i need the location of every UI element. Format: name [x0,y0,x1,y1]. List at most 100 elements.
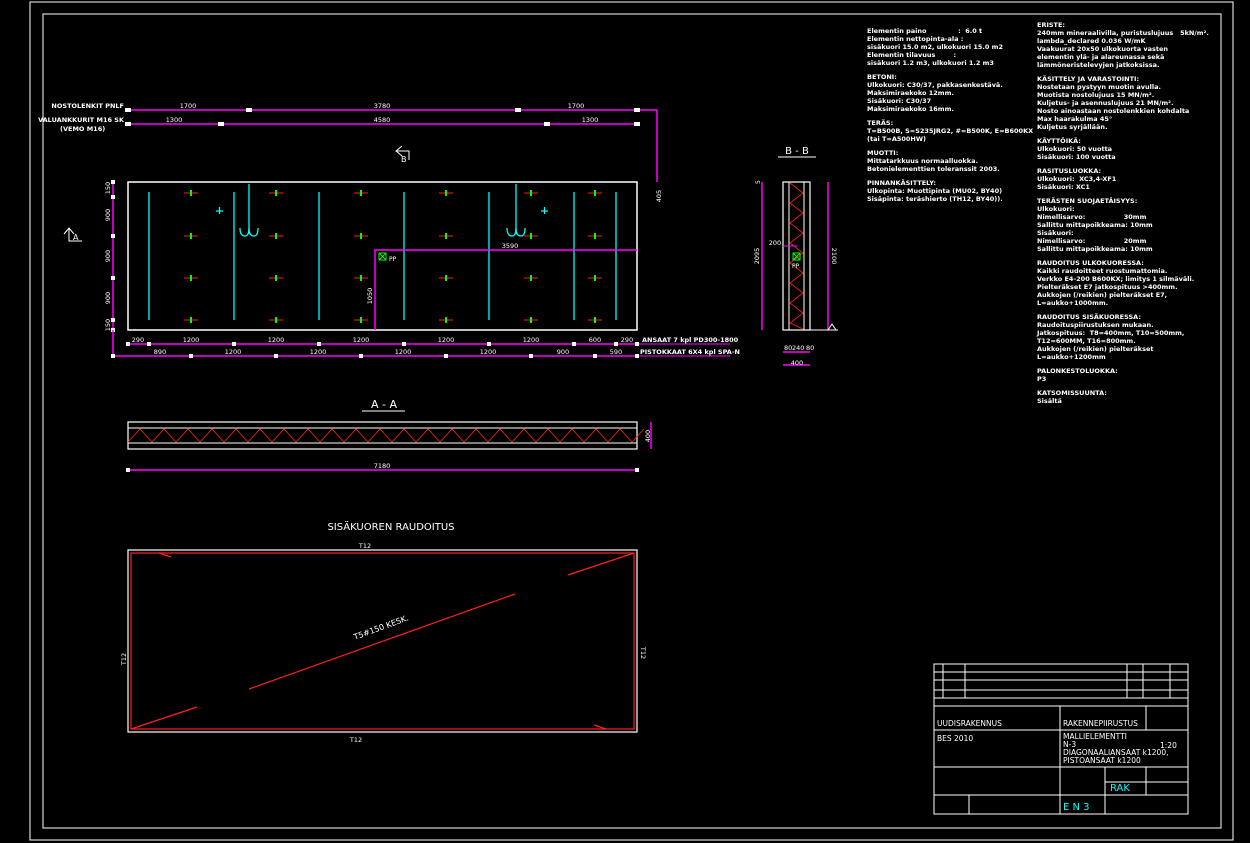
note-heading: TERÄS: [867,119,894,127]
dim-7180: 7180 [374,462,391,470]
label-plug-anchors: PISTOKKAAT 6X4 kpl SPA-N [640,348,740,356]
label-diagonal-trusses: ANSAAT 7 kpl PD300-1800 [642,336,739,344]
dim-left-900b: 900 [104,250,112,262]
title-block [933,663,1189,815]
dim-b1-0: 290 [132,336,144,344]
note-line: Raudoituspiirustuksen mukaan. [1037,321,1154,329]
rebar-t12-left: T12 [120,653,128,666]
dim-b2-6: 590 [610,348,622,356]
note-line: Sisäkuori: C30/37 [867,97,932,105]
dim-top2-b: 4580 [374,116,391,124]
section-aa-title: A - A [371,398,397,411]
note-line: lambda_declared 0.036 W/mK [1037,37,1146,45]
note-line: elementin ylä- ja alareunassa sekä [1037,53,1165,61]
note-line: Ulkokuori: 50 vuotta [1037,145,1113,153]
note-line: Mittatarkkuus normaalluokka. [867,157,978,165]
note-line: Nostetaan pystyyn muotin avulla. [1037,83,1161,91]
note-line: Sisäpinta: teräshierto (TH12, BY40)). [867,195,1003,203]
note-line: Ulkopinta: Muottipinta (MU02, BY40) [867,187,1003,195]
note-line: Jatkospituus: T8=400mm, T10=500mm, [1037,329,1185,337]
elevation-view: NOSTOLENKIT PNLF VALUANKKURIT M16 SK (VE… [38,102,740,358]
note-line: Sisäkuori: 100 vuotta [1037,153,1116,161]
dim-left-900a: 900 [104,209,112,221]
note-line: Maksimiraekoko 16mm. [867,105,954,113]
outer-border [29,1,1234,841]
tb-content-2: N-3 [1063,740,1076,749]
rebar-t12-right: T12 [639,646,647,659]
rebar-t12-bottom: T12 [349,736,362,744]
dim-top1-b: 3780 [374,102,391,110]
dim-b2-1: 1200 [225,348,242,356]
dim-b2-2: 1200 [310,348,327,356]
dim-b1-6: 600 [589,336,601,344]
note-line: Kuljetus- ja asennuslujuus 21 MN/m². [1037,99,1174,107]
section-bb: B - B 2095 2100 5 200 PP 80 240 80 400 [753,146,838,367]
dim-top1-c: 1700 [568,102,585,110]
note-line: sisäkuori 15.0 m2, ulkokuori 15.0 m2 [867,43,1003,51]
note-line: Pielteräkset E7 jatkospituus >400mm. [1037,283,1178,291]
dim-left-150b: 150 [104,319,112,331]
section-marker-b: B [395,145,410,164]
note-heading: BETONI: [867,73,897,81]
dim-400: 400 [791,359,803,367]
title-block-text: UUDISRAKENNUS RAKENNEPIIRUSTUS BES 2010 … [937,719,1177,813]
dim-b2-4: 1200 [480,348,497,356]
dim-top2-c: 1300 [582,116,599,124]
dim-b1-7: 290 [621,336,633,344]
section-marker-a: A [63,227,82,242]
note-line: T=B500B, S=S235JRG2, #=B500K, E=B600KX [867,127,1034,135]
section-bb-title: B - B [785,146,809,157]
dim-b1-2: 1200 [268,336,285,344]
anchor-crosses [184,190,602,323]
note-heading: KÄYTTÖIKÄ: [1037,137,1081,145]
note-line: Aukkojen (/reikien) pielteräkset E7, [1037,291,1168,299]
rebar-view: SISÄKUOREN RAUDOITUS T5#150 KESK. T12 T1… [120,520,647,744]
inner-dim-line [374,249,637,330]
tb-scale: 1:20 [1160,741,1177,750]
note-heading: RAUDOITUS SISÄKUORESSA: [1037,313,1141,321]
note-line: Nimellisarvo: 30mm [1037,213,1147,221]
note-line: (tai T=A500HW) [867,135,927,143]
tb-content-3: DIAGONAALIANSAAT k1200, [1063,748,1168,757]
dim-left-150a: 150 [104,182,112,194]
note-line: 240mm mineraalivilla, puristuslujuus 5kN… [1037,29,1209,37]
note-line: Sallittu mittapoikkeama: 10mm [1037,245,1153,253]
note-line: lämmöneristelevyjen jatkoksissa. [1037,61,1160,69]
note-line: P3 [1037,375,1047,383]
note-line: Ulkokuori: XC3,4-XF1 [1037,175,1117,183]
note-line: Ulkokuori: [1037,205,1075,213]
rebar-t12-top: T12 [358,542,371,550]
note-heading: TERÄSTEN SUOJAETÄISYYS: [1037,197,1138,205]
svg-text:B: B [401,155,407,164]
dim-405: 405 [655,190,663,202]
label-cast-anchors-sub: (VEMO M16) [60,125,105,133]
note-line: Elementin tilavuus : [867,51,957,59]
note-line: T12=600MM, T16=800mm. [1037,337,1136,345]
dim-left-900c: 900 [104,292,112,304]
note-line: Betonielementtien toleranssit 2003. [867,165,1000,173]
tb-site: BES 2010 [937,734,973,743]
dim-top1-a: 1700 [180,102,197,110]
note-heading: PALONKESTOLUOKKA: [1037,367,1118,375]
dim-top2-a: 1300 [166,116,183,124]
note-heading: KÄSITTELY JA VARASTOINTI: [1037,75,1140,83]
note-line: Aukkojen (/reikien) pielteräkset [1037,345,1154,353]
dim-2095: 2095 [753,248,761,265]
note-line: sisäkuori 1.2 m3, ulkokuori 1.2 m3 [867,59,994,67]
dim-b2-0: 890 [154,348,166,356]
dim-80a: 80 [784,344,792,352]
note-line: Max haarakulma 45° [1037,115,1113,123]
label-lifting-loops: NOSTOLENKIT PNLF [51,102,124,110]
note-line: Sisäkuori: [1037,229,1074,237]
dim-240: 240 [792,344,804,352]
note-line: Vaakuurat 20x50 ulkokuorta vasten [1037,45,1169,53]
dim-5: 5 [755,180,762,184]
note-line: Verkko E4-200 B600KX; limitys 1 silmäväl… [1037,275,1195,283]
rebar-diag-label: T5#150 KESK. [352,614,410,643]
dim-aa-400: 400 [644,430,652,442]
dim-80b: 80 [806,344,814,352]
note-line: Sisältä [1037,397,1062,405]
panel-outline [127,181,638,331]
tb-discipline: RAK [1110,783,1130,794]
